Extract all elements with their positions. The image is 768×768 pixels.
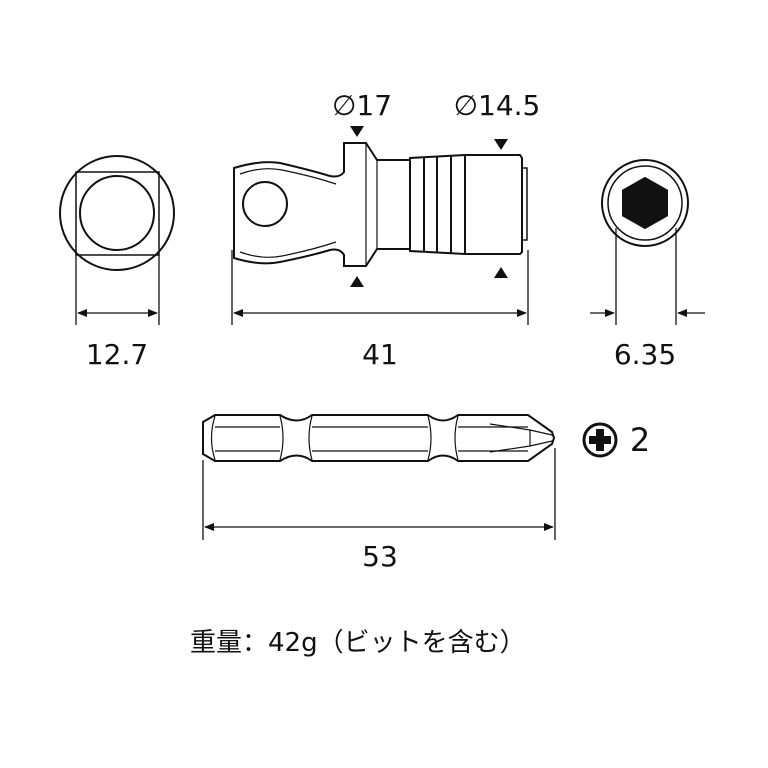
body-diameter-label: ∅14.5 [453, 89, 541, 122]
bit-length-dimension [202, 448, 556, 540]
weight-note: 重量：42g（ビットを含む） [190, 628, 526, 658]
square-drive-dimension [75, 255, 160, 325]
socket-adapter-side-view [233, 142, 528, 267]
square-drive-end-view [59, 155, 175, 271]
socket-length-dimension [231, 250, 529, 325]
phillips-bit-side-view [202, 414, 556, 462]
hex-size-dimension [590, 228, 705, 325]
diameter-markers [350, 126, 508, 287]
length-label: 41 [362, 338, 398, 371]
hex-socket-end-view [601, 159, 689, 247]
square-drive-label: 12.7 [85, 338, 149, 371]
phillips-plus-icon [582, 422, 618, 458]
hex-size-label: 6.35 [613, 338, 677, 371]
flange-diameter-label: ∅17 [331, 89, 393, 122]
bit-length-label: 53 [362, 540, 398, 573]
bit-size-label: 2 [629, 421, 651, 459]
